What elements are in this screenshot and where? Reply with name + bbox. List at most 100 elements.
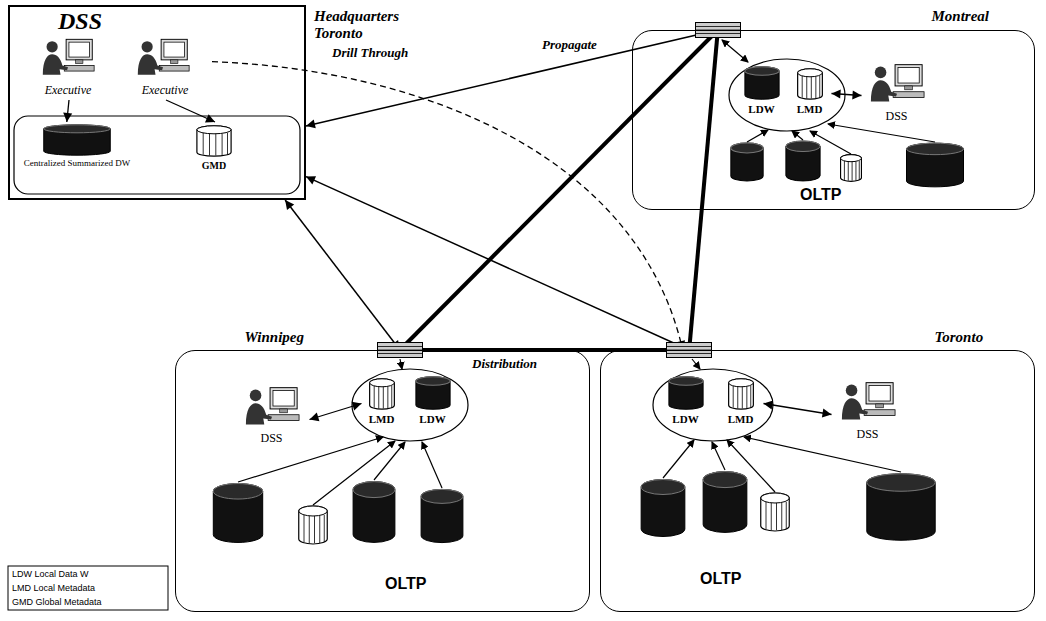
connector-line (306, 30, 718, 126)
link-connector (285, 200, 400, 350)
drill-connector (212, 62, 685, 350)
link-connector (764, 400, 832, 417)
connector-label: Drill Through (330, 46, 410, 61)
router-link (400, 359, 402, 369)
store-oval (352, 369, 468, 441)
link-connector (310, 402, 362, 421)
dss-icon (246, 388, 299, 425)
legend-text: LMD Local Metadata (12, 583, 95, 593)
warehouse-store: LDW (410, 374, 458, 434)
store-label: GMD (186, 160, 242, 172)
metadata-store: LMD (720, 374, 764, 434)
store-label: LMD (790, 103, 830, 116)
site-heading: Montreal (932, 8, 1028, 25)
legend-text: GMD Global Metadata (12, 597, 102, 607)
dss-workstation: DSS (862, 62, 934, 130)
arrow-head (852, 90, 861, 99)
arrow-head (764, 400, 774, 409)
router-link (692, 359, 700, 369)
store-label: LMD (362, 413, 402, 426)
link-connector (63, 100, 72, 122)
storage-group (14, 116, 300, 194)
warehouse-cylinder (416, 377, 450, 409)
metadata-cylinder (798, 69, 823, 99)
store-label: LMD (720, 413, 762, 426)
feed-arrows (663, 437, 901, 492)
arrow-head (306, 119, 316, 128)
warehouse-cylinder (44, 125, 111, 155)
warehouse-store: Centralized Summarized DW (22, 122, 134, 188)
station-label: DSS (862, 110, 932, 124)
site-region: MontrealLDWLMDDSS (632, 30, 1035, 210)
warehouse-store: LDW (662, 374, 712, 434)
link-connector (400, 30, 718, 350)
metadata-cylinder (729, 379, 754, 409)
arrow-head (285, 200, 294, 210)
oltp-cylinder (907, 143, 964, 187)
group-label: OLTP (800, 186, 841, 204)
link-connector (832, 90, 862, 100)
connector-line (166, 100, 215, 122)
connector-label: Distribution (470, 357, 539, 372)
router-link (722, 40, 748, 62)
metadata-store: LMD (362, 374, 404, 434)
warehouse-cylinder (669, 377, 703, 409)
store-label: Centralized Summarized DW (22, 158, 132, 168)
metadata-cylinder (197, 126, 231, 156)
connector-line (689, 30, 718, 350)
metadata-store: LMD (790, 64, 832, 124)
connector-line (212, 62, 683, 350)
oltp-cylinder (299, 506, 328, 544)
arrow-head (63, 113, 72, 122)
dss-icon (842, 383, 895, 420)
metadata-store: GMD (186, 122, 244, 178)
station-label: DSS (832, 428, 904, 442)
link-connector (166, 100, 215, 122)
group-label: OLTP (700, 570, 741, 588)
feed-arrows (238, 437, 442, 505)
oltp-cylinder (761, 493, 790, 531)
station-label: DSS (236, 432, 308, 446)
arrow-head (205, 114, 215, 122)
store-label: LDW (410, 413, 456, 426)
store-label: LDW (662, 413, 710, 426)
arrow-head (310, 413, 320, 422)
site-region: WinnipegDSSLMDLDW (175, 350, 590, 612)
link-connector (689, 30, 718, 350)
site-region: TorontoLDWLMDDSS (600, 350, 1035, 612)
site-heading: Winnipeg (245, 329, 341, 346)
arrow-head (352, 402, 362, 411)
connector-line (764, 404, 832, 415)
connector-line (285, 200, 400, 350)
group-label: OLTP (385, 575, 426, 593)
site-heading: Toronto (935, 329, 1031, 346)
link-connector (306, 30, 718, 128)
link-connector (306, 176, 689, 350)
role-label: Executive (28, 84, 108, 98)
oltp-cylinder (786, 141, 820, 181)
dss-workstation: DSS (832, 380, 906, 450)
arrow-head (306, 176, 316, 184)
dss-workstation: DSS (236, 385, 310, 455)
connector-line (306, 177, 689, 350)
store-oval (729, 59, 845, 131)
executive-workstation: Executive (28, 36, 110, 100)
arrow-head (832, 90, 841, 99)
dss-icon (871, 65, 924, 102)
legend-box (8, 566, 168, 610)
executive-icon (43, 39, 94, 74)
executive-icon (138, 39, 189, 74)
feed-arrows (747, 124, 935, 154)
legend-text: LDW Local Data W (12, 569, 89, 579)
connector-line (400, 30, 718, 350)
connector-label: Propagate (540, 38, 599, 53)
oltp-cylinder (841, 155, 862, 182)
store-label: LDW (740, 103, 784, 116)
oltp-cylinder (353, 482, 395, 543)
arrow-head (822, 409, 832, 418)
site-heading: Headquarters Toronto (314, 8, 434, 43)
headquarters-box: DSSHeadquarters TorontoExecutiveExecutiv… (8, 5, 306, 200)
oltp-cylinder (213, 484, 262, 543)
oltp-cylinder (641, 480, 685, 537)
executive-workstation: Executive (120, 36, 212, 100)
